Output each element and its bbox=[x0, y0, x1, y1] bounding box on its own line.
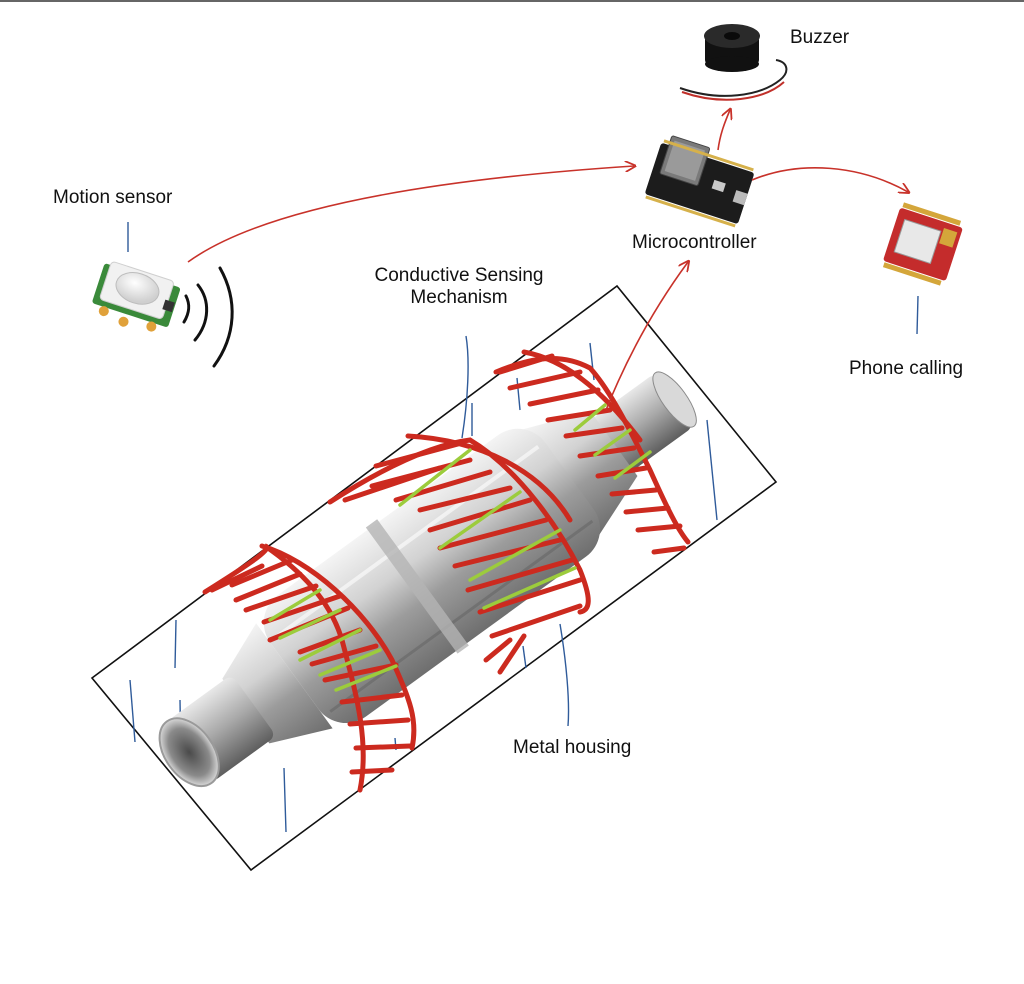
conductive-sensing-label-line2: Mechanism bbox=[410, 287, 508, 308]
conductive-coil-middle bbox=[327, 433, 591, 675]
sensing-wires bbox=[268, 403, 652, 692]
metal-housing-leader bbox=[559, 623, 570, 727]
conductive-sensing-leader bbox=[461, 335, 469, 439]
coil-to-mcu-arrow bbox=[605, 262, 688, 411]
conductive-sensing-label: Conductive Sensing Mechanism bbox=[375, 265, 544, 309]
mcu-to-gsm-arrow bbox=[751, 167, 908, 192]
motion-sensor-label: Motion sensor bbox=[53, 187, 173, 208]
phone-calling-leader bbox=[916, 295, 919, 335]
gsm-module-icon bbox=[882, 202, 963, 286]
sensor-to-mcu-arrow bbox=[187, 166, 634, 263]
phone-calling-label: Phone calling bbox=[849, 358, 964, 379]
buzzer-label: Buzzer bbox=[790, 27, 850, 48]
mcu-to-buzzer-arrow bbox=[717, 110, 730, 151]
pir-motion-sensor-icon bbox=[92, 261, 181, 332]
microcontroller-label: Microcontroller bbox=[632, 232, 757, 253]
metal-housing-outline bbox=[90, 284, 778, 872]
catalytic-converter-image bbox=[158, 371, 697, 788]
metal-housing-label: Metal housing bbox=[513, 737, 632, 758]
signal-waves-icon bbox=[182, 266, 234, 368]
conductive-sensing-label-line1: Conductive Sensing bbox=[374, 265, 544, 286]
conductive-coil-right bbox=[493, 349, 691, 555]
esp32-microcontroller-icon bbox=[645, 135, 754, 228]
buzzer-icon bbox=[679, 24, 788, 101]
